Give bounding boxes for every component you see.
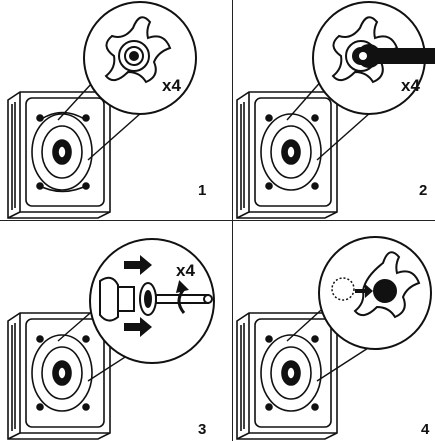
step-number: 4 [421,421,430,438]
wrench-icon [357,44,435,68]
washing-machine-icon [7,1,197,219]
transit-bolt-icon [104,16,172,84]
quantity-label: x4 [176,261,195,280]
panel-step-1: x4 1 [0,0,232,220]
step-number: 3 [198,421,207,438]
step-number: 2 [419,182,428,199]
washing-machine-icon [236,1,435,219]
panel-step-4: 4 [233,221,435,441]
panel-step-3: x4 3 [0,221,232,441]
arrow-right-icon [124,255,152,337]
transit-bolt-icon [353,251,421,319]
washing-machine-icon [236,236,432,440]
transit-bolt-icon [99,276,213,322]
panel-step-2: x4 2 [233,0,435,220]
rotate-arrow-icon [175,280,189,314]
step-number: 1 [198,182,207,199]
quantity-label: x4 [401,76,420,95]
horizontal-divider [0,220,435,221]
plug-cap-icon [331,277,373,301]
quantity-label: x4 [162,76,181,95]
washing-machine-icon [7,238,215,440]
